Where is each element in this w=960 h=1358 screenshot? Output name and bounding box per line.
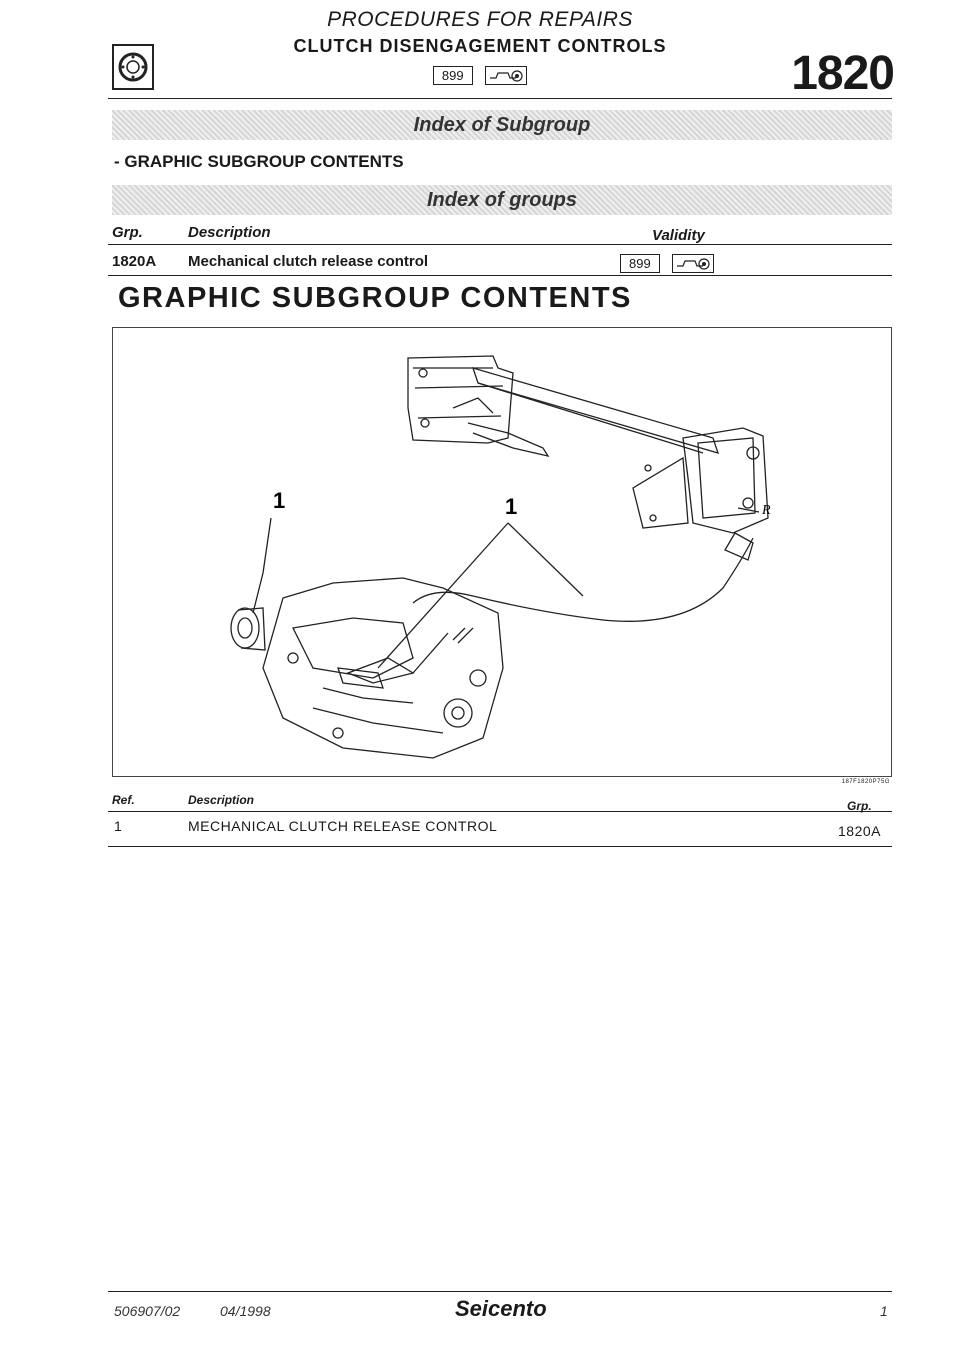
row-model-badge: 899 [620, 254, 660, 273]
clutch-illustration: 1 1 R [230, 355, 771, 759]
ref-header-divider [108, 811, 892, 812]
table-header-divider [108, 244, 892, 245]
ref-grp-header: Grp. [847, 799, 872, 813]
callout-r: R [761, 503, 771, 518]
ref-row-grp[interactable]: 1820A [838, 823, 881, 839]
ref-row-description: MECHANICAL CLUTCH RELEASE CONTROL [188, 818, 498, 834]
ref-description-header: Description [188, 793, 255, 807]
subgroup-banner: Index of Subgroup [112, 110, 892, 140]
section-title: GRAPHIC SUBGROUP CONTENTS [118, 282, 632, 314]
section-number: 1820 [791, 47, 895, 100]
header-divider [108, 98, 892, 99]
row-description[interactable]: Mechanical clutch release control [188, 253, 429, 270]
validity-badges: 899 [0, 66, 960, 85]
model-badge: 899 [432, 66, 473, 85]
ref-row-number: 1 [114, 818, 123, 834]
row-grp: 1820A [112, 253, 157, 270]
footer-divider [108, 1291, 892, 1292]
groups-banner: Index of groups [112, 185, 892, 215]
col-header-validity: Validity [652, 227, 705, 244]
doc-number: 506907/02 [114, 1303, 181, 1319]
wheel-logo-icon [112, 44, 154, 90]
subgroup-banner-label: Index of Subgroup [413, 114, 591, 136]
row-validity: 899 [620, 254, 715, 273]
car-validity-icon [672, 254, 715, 273]
doc-date: 04/1998 [220, 1303, 271, 1319]
col-header-description: Description [188, 224, 271, 241]
ref-col-header: Ref. [112, 793, 135, 807]
car-validity-icon [485, 66, 528, 85]
groups-banner-label: Index of groups [427, 189, 577, 211]
col-header-grp: Grp. [112, 224, 143, 241]
clutch-diagram: 1 1 R [112, 327, 892, 777]
subgroup-link[interactable]: - GRAPHIC SUBGROUP CONTENTS [114, 152, 404, 171]
page-subtitle: CLUTCH DISENGAGEMENT CONTROLS [293, 36, 667, 56]
page-number: 1 [880, 1303, 888, 1319]
callout-1-right: 1 [505, 494, 517, 519]
callout-1-left: 1 [273, 488, 285, 513]
table-bottom-divider [108, 275, 892, 276]
figure-code: 187F1820P75G [841, 779, 890, 785]
page-title: PROCEDURES FOR REPAIRS [327, 8, 633, 31]
brand-logo: Seicento [455, 1296, 547, 1321]
ref-bottom-divider [108, 846, 892, 847]
